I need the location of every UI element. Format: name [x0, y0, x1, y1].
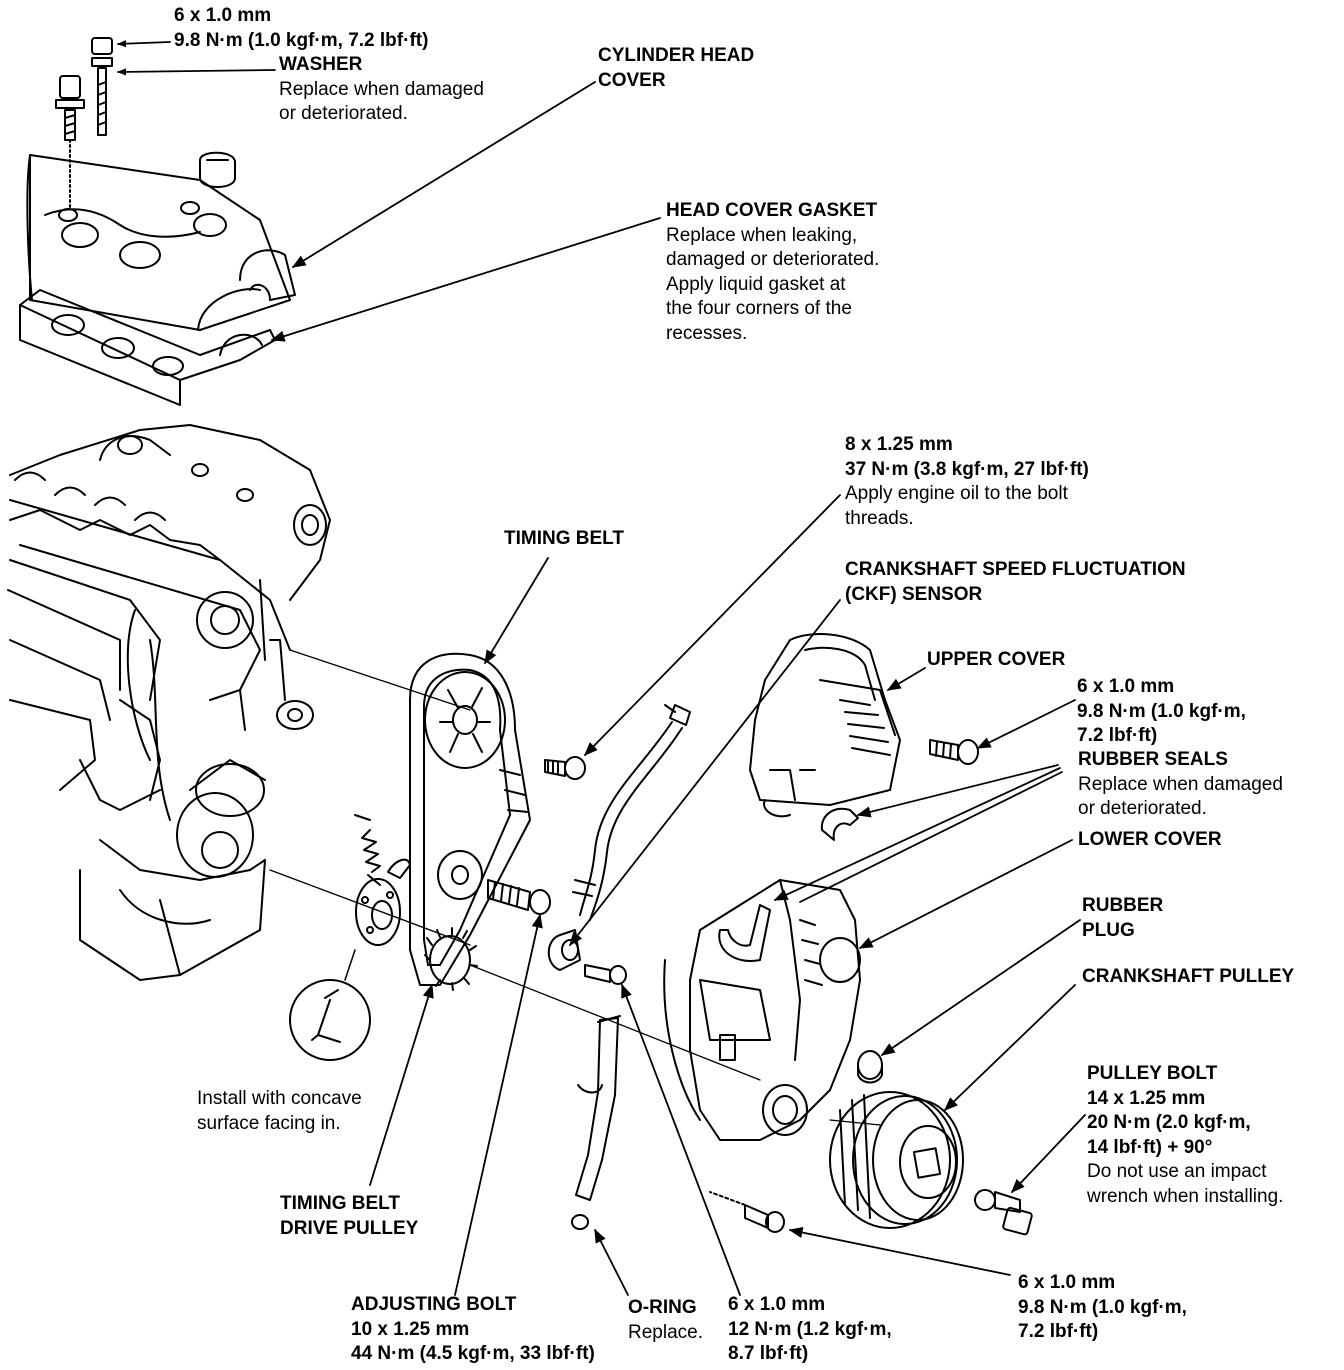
- rubber-plug-line: RUBBER: [1082, 895, 1164, 916]
- o-ring-note: Replace.: [628, 1321, 703, 1343]
- cylinder-head-cover-line: CYLINDER HEAD: [598, 45, 755, 66]
- cam-bolt-spec: 8 x 1.25 mm: [845, 434, 953, 455]
- o-ring-label: O-RING Replace.: [628, 1296, 703, 1345]
- rubber-plug-label: RUBBER PLUG: [1082, 894, 1163, 943]
- drive-pulley-washer-icon: [355, 878, 401, 946]
- top-bolt-label: 6 x 1.0 mm 9.8 N·m (1.0 kgf·m, 7.2 lbf·f…: [174, 4, 428, 53]
- head-cover-gasket-note-line: recesses.: [666, 322, 748, 344]
- adjusting-bolt-label: ADJUSTING BOLT 10 x 1.25 mm 44 N·m (4.5 …: [351, 1293, 595, 1367]
- dipstick-bolt-line: 6 x 1.0 mm: [728, 1294, 826, 1315]
- concave-detail-icon: [289, 979, 371, 1061]
- pulley-bolt-icon: [974, 1189, 1033, 1236]
- pulley-bolt-note-line: Do not use an impact: [1087, 1161, 1267, 1182]
- rubber-seals-title: RUBBER SEALS: [1078, 749, 1228, 770]
- dipstick-bolt-label: 6 x 1.0 mm 12 N·m (1.2 kgf·m, 8.7 lbf·ft…: [728, 1293, 892, 1367]
- head-cover-gasket-title: HEAD COVER GASKET: [666, 200, 878, 221]
- leader-lines: [117, 40, 1086, 1296]
- cylinder-head-cover-line: COVER: [598, 69, 666, 91]
- pulley-bolt-line: 14 x 1.25 mm: [1087, 1087, 1206, 1109]
- rubber-seal-icon: [718, 807, 859, 962]
- ckf-sensor-label: CRANKSHAFT SPEED FLUCTUATION (CKF) SENSO…: [845, 558, 1186, 607]
- adjusting-bolt-line: ADJUSTING BOLT: [351, 1294, 517, 1315]
- crank-sprocket-icon: [424, 927, 478, 991]
- washer-note-line: Replace when damaged: [279, 78, 484, 100]
- install-note-line: Install with concave: [197, 1088, 362, 1109]
- head-cover-gasket-note-line: Replace when leaking,: [666, 224, 858, 246]
- top-bolt-icon: [55, 37, 113, 141]
- dipstick-bolt-line: 8.7 lbf·ft): [728, 1343, 809, 1364]
- upper-cover-bolt-icon: [929, 739, 979, 765]
- pulley-bolt-line: PULLEY BOLT: [1087, 1063, 1218, 1084]
- upper-cover-bolt-line: 9.8 N·m (1.0 kgf·m,: [1077, 700, 1246, 722]
- engine-block-icon: [7, 424, 331, 981]
- top-bolt-spec: 6 x 1.0 mm: [174, 5, 272, 26]
- cam-bolt-torque: 37 N·m (3.8 kgf·m, 27 lbf·ft): [845, 458, 1089, 480]
- tensioner-pulley-icon: [437, 850, 483, 900]
- lower-cover-bolt-icon: [709, 1191, 785, 1233]
- adjusting-bolt-icon: [487, 879, 551, 915]
- adjusting-bolt-line: 44 N·m (4.5 kgf·m, 33 lbf·ft): [351, 1343, 595, 1364]
- pulley-bolt-line: 14 lbf·ft) + 90°: [1087, 1136, 1213, 1158]
- lower-cover-bolt-line: 7.2 lbf·ft): [1018, 1321, 1099, 1342]
- drive-pulley-line: DRIVE PULLEY: [280, 1217, 419, 1239]
- cam-bolt-note-line: threads.: [845, 507, 914, 529]
- head-cover-gasket-icon: [19, 289, 276, 406]
- upper-cover-icon: [749, 633, 901, 818]
- dipstick-bolt-icon: [584, 964, 627, 985]
- top-bolt-torque: 9.8 N·m (1.0 kgf·m, 7.2 lbf·ft): [174, 29, 429, 51]
- cylinder-head-cover-label: CYLINDER HEAD COVER: [598, 44, 754, 93]
- rubber-seals-note-line: or deteriorated.: [1078, 798, 1207, 819]
- upper-cover-label: UPPER COVER: [927, 648, 1065, 673]
- lower-cover-label: LOWER COVER: [1078, 828, 1222, 853]
- rubber-seals-label: RUBBER SEALS Replace when damaged or det…: [1078, 748, 1283, 822]
- o-ring-title: O-RING: [628, 1297, 697, 1318]
- ckf-sensor-icon: [547, 704, 691, 971]
- install-note-label: Install with concave surface facing in.: [197, 1087, 362, 1136]
- pulley-bolt-line: 20 N·m (2.0 kgf·m,: [1087, 1112, 1251, 1133]
- washer-title: WASHER: [279, 54, 363, 75]
- head-cover-gasket-note-line: the four corners of the: [666, 298, 852, 319]
- crankshaft-pulley-icon: [829, 1091, 964, 1229]
- lower-cover-bolt-line: 6 x 1.0 mm: [1018, 1272, 1116, 1293]
- timing-belt-title: TIMING BELT: [504, 528, 624, 549]
- ckf-sensor-line: CRANKSHAFT SPEED FLUCTUATION: [845, 559, 1186, 580]
- cam-bolt-note-line: Apply engine oil to the bolt: [845, 483, 1068, 504]
- install-note-line: surface facing in.: [197, 1112, 341, 1134]
- washer-label: WASHER Replace when damaged or deteriora…: [279, 53, 484, 127]
- lower-cover-bolt-label: 6 x 1.0 mm 9.8 N·m (1.0 kgf·m, 7.2 lbf·f…: [1018, 1271, 1187, 1345]
- head-cover-gasket-label: HEAD COVER GASKET Replace when leaking, …: [666, 199, 879, 346]
- adjusting-bolt-line: 10 x 1.25 mm: [351, 1318, 470, 1340]
- drive-pulley-line: TIMING BELT: [280, 1193, 400, 1214]
- drive-pulley-label: TIMING BELT DRIVE PULLEY: [280, 1192, 418, 1241]
- rubber-plug-line: PLUG: [1082, 919, 1135, 941]
- ckf-sensor-line: (CKF) SENSOR: [845, 583, 983, 605]
- head-cover-gasket-note-line: Apply liquid gasket at: [666, 273, 846, 295]
- rubber-seals-note-line: Replace when damaged: [1078, 773, 1283, 795]
- lower-cover-bolt-line: 9.8 N·m (1.0 kgf·m,: [1018, 1296, 1187, 1318]
- dipstick-bolt-line: 12 N·m (1.2 kgf·m,: [728, 1318, 892, 1340]
- washer-note-line: or deteriorated.: [279, 103, 408, 124]
- pulley-bolt-label: PULLEY BOLT 14 x 1.25 mm 20 N·m (2.0 kgf…: [1087, 1062, 1283, 1209]
- upper-cover-bolt-label: 6 x 1.0 mm 9.8 N·m (1.0 kgf·m, 7.2 lbf·f…: [1077, 675, 1246, 749]
- head-cover-gasket-note-line: damaged or deteriorated.: [666, 249, 880, 270]
- tensioner-spring-icon: [354, 814, 411, 886]
- cam-pulley-bolt-icon: [544, 756, 586, 780]
- rubber-plug-icon: [857, 1050, 883, 1084]
- timing-belt-label: TIMING BELT: [504, 527, 624, 552]
- upper-cover-title: UPPER COVER: [927, 649, 1066, 670]
- lower-cover-icon: [663, 879, 861, 1141]
- cylinder-head-cover-icon: [26, 151, 296, 331]
- upper-cover-bolt-line: 7.2 lbf·ft): [1077, 725, 1158, 746]
- dipstick-tube-icon: [571, 1015, 621, 1230]
- lower-cover-title: LOWER COVER: [1078, 829, 1222, 850]
- camshaft-pulley-icon: [424, 671, 506, 769]
- pulley-bolt-note-line: wrench when installing.: [1087, 1185, 1284, 1207]
- crankshaft-pulley-label: CRANKSHAFT PULLEY: [1082, 965, 1294, 990]
- upper-cover-bolt-line: 6 x 1.0 mm: [1077, 676, 1175, 697]
- crankshaft-pulley-title: CRANKSHAFT PULLEY: [1082, 966, 1295, 987]
- cam-bolt-label: 8 x 1.25 mm 37 N·m (3.8 kgf·m, 27 lbf·ft…: [845, 433, 1089, 531]
